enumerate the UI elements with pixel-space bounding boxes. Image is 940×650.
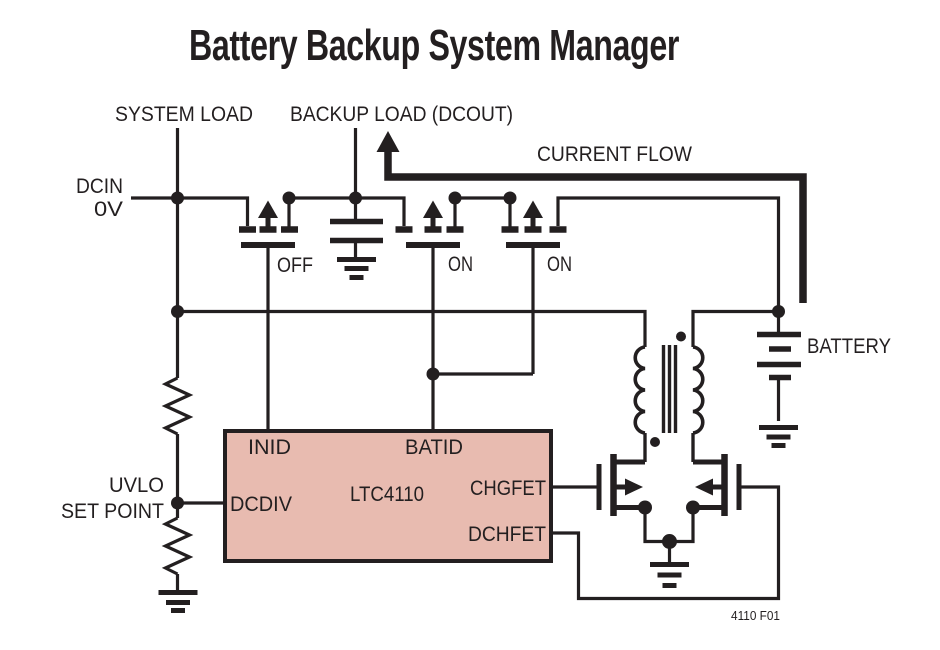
- resistor-r2: [161, 516, 194, 576]
- mosfet-off-symbol: [239, 198, 298, 248]
- ground-icon: [650, 562, 689, 588]
- pin-label-inid: INID: [248, 436, 291, 459]
- phase-dot: [676, 331, 686, 342]
- current-flow-arrow-icon: [376, 131, 400, 152]
- junction-dots: [171, 191, 785, 549]
- dcin-rail-seg4: [556, 196, 781, 312]
- page-title: Battery Backup System Manager: [189, 21, 679, 70]
- primary-winding: [633, 345, 646, 435]
- transformer-core: [661, 345, 678, 433]
- label-uvlo-line1: UVLO: [109, 474, 164, 497]
- label-battery: BATTERY: [807, 335, 891, 358]
- pin-label-dchfet: DCHFET: [468, 523, 546, 546]
- transformer: [633, 331, 705, 447]
- label-fet1-state: OFF: [277, 254, 313, 277]
- secondary-winding: [692, 345, 705, 435]
- dchfet-pin-wire: [551, 485, 781, 601]
- label-fet2-state: ON: [448, 253, 473, 276]
- label-dcin-voltage: 0V: [94, 198, 123, 221]
- figure-ref: 4110 F01: [731, 608, 780, 623]
- mosfet-on1-symbol: [395, 198, 464, 248]
- body-diode-arrow-icon: [695, 478, 713, 496]
- mid-rail-wire: [177, 309, 647, 347]
- ground-icon: [337, 257, 376, 280]
- capacitor-dcout: [330, 218, 383, 244]
- dchfet-symbol: [691, 433, 742, 516]
- label-current-flow: CURRENT FLOW: [537, 143, 692, 166]
- chip-body: [223, 429, 553, 563]
- pin-label-batid: BATID: [405, 436, 463, 459]
- body-diode-arrow-icon: [423, 200, 443, 218]
- ground-icon: [158, 590, 198, 613]
- body-diode-arrow-icon: [523, 200, 543, 218]
- pin-label-dcdiv: DCDIV: [230, 493, 292, 516]
- phase-dot: [650, 437, 660, 447]
- label-backup-load: BACKUP LOAD (DCOUT): [290, 103, 513, 126]
- body-diode-arrow-icon: [258, 200, 278, 218]
- pin-label-chgfet: CHGFET: [470, 477, 546, 500]
- chgfet-symbol: [596, 433, 647, 516]
- label-dcin: DCIN: [76, 175, 123, 198]
- mosfet-on2-symbol: [501, 198, 567, 248]
- chip-ltc4110: INID BATID DCDIV LTC4110 CHGFET DCHFET: [223, 429, 553, 563]
- label-system-load: SYSTEM LOAD: [115, 103, 253, 126]
- current-flow-path: [376, 131, 807, 303]
- chip-part-number: LTC4110: [350, 483, 424, 506]
- body-diode-arrow-icon: [625, 478, 643, 496]
- label-uvlo-line2: SET POINT: [61, 500, 164, 523]
- dcin-rail-seg2: [289, 196, 406, 226]
- ground-icon: [759, 425, 798, 448]
- secondary-top-wire: [691, 309, 779, 347]
- label-fet3-state: ON: [547, 253, 572, 276]
- resistor-r1: [161, 376, 194, 436]
- dcin-rail-seg1: [131, 196, 250, 226]
- battery-symbol: [757, 331, 801, 381]
